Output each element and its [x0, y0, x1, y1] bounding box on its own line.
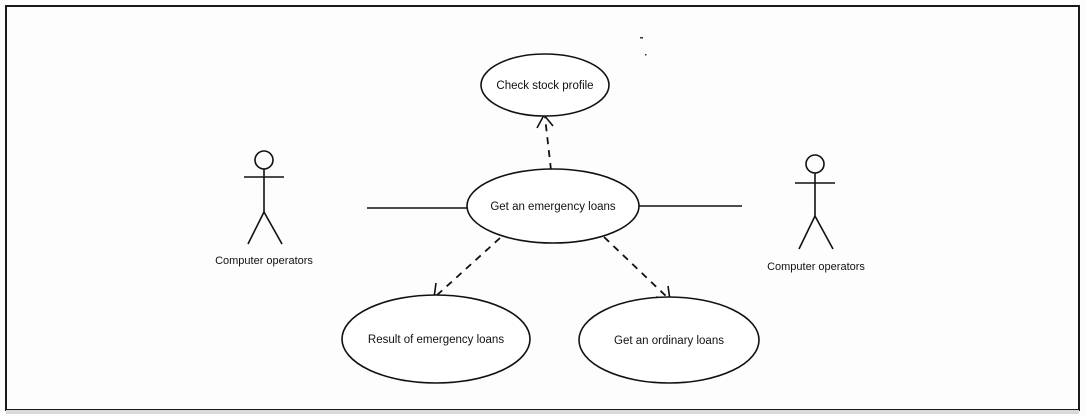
actor-head: [254, 150, 274, 170]
usecase-label: Get an ordinary loans: [614, 335, 724, 347]
scan-speck: [645, 54, 647, 56]
frame-shadow: [6, 410, 1079, 414]
usecase-ellipse: [466, 168, 640, 244]
actor-right-computer-operators: Computer operators: [767, 154, 865, 273]
usecase-result-of-emergency-loans: Result of emergency loans: [341, 294, 531, 384]
actor-label: Computer operators: [215, 255, 313, 267]
dependency-ordinary-line: [603, 236, 669, 299]
actor-left-computer-operators: Computer operators: [215, 150, 313, 267]
actor-right-leg: [263, 211, 283, 245]
usecase-label: Result of emergency loans: [368, 334, 504, 346]
usecase-get-ordinary-loans: Get an ordinary loans: [578, 296, 760, 384]
dependency-result-line: [435, 237, 501, 297]
usecase-get-emergency-loans: Get an emergency loans: [466, 168, 640, 244]
actor-left-leg: [798, 215, 816, 250]
dependency-check-stock-line: [544, 116, 552, 171]
usecase-ellipse: [480, 53, 610, 117]
usecase-ellipse: [341, 294, 531, 384]
usecase-label: Get an emergency loans: [490, 201, 616, 213]
stick-figure-icon: [795, 154, 835, 250]
scan-speck: [640, 37, 643, 39]
actor-right-leg: [814, 215, 834, 250]
dependency-check-stock-arrowhead: [536, 113, 554, 129]
stick-figure-icon: [244, 150, 284, 245]
usecase-check-stock-profile: Check stock profile: [480, 53, 610, 117]
actor-head: [805, 154, 825, 174]
actor-label: Computer operators: [767, 261, 865, 273]
usecase-ellipse: [578, 296, 760, 384]
usecase-label: Check stock profile: [496, 80, 593, 92]
actor-left-leg: [247, 211, 265, 245]
